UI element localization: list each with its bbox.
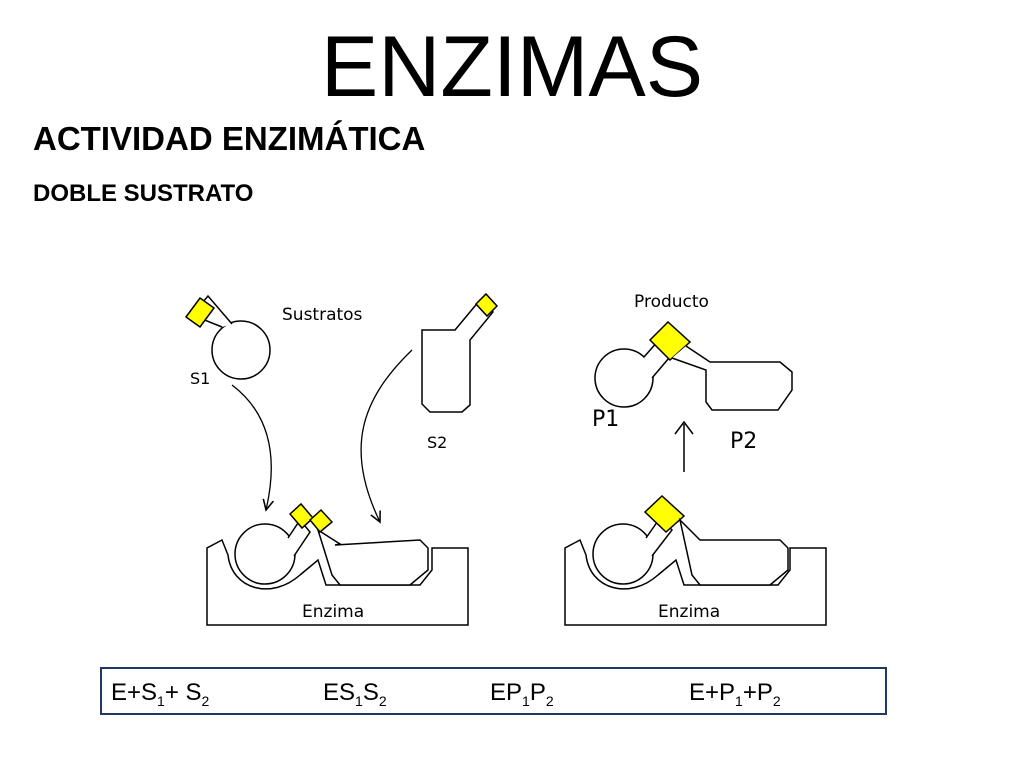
- eq-term-3: EP1P2: [490, 679, 554, 709]
- eq-term-1: E+S1+ S2: [111, 679, 210, 709]
- arrow-release-product: [674, 420, 694, 472]
- arrow-s1-to-enzyme: [231, 384, 271, 510]
- slide-subtitle: ACTIVIDAD ENZIMÁTICA: [33, 120, 426, 157]
- product-shape: [594, 320, 793, 411]
- eq-term-4: E+P1+P2: [689, 679, 781, 709]
- s2-label: S2: [427, 433, 447, 452]
- substrate-s2-shape: [421, 292, 499, 413]
- producto-label: Producto: [634, 292, 709, 312]
- enzyme-right: [564, 494, 827, 626]
- slide-title: ENZIMAS: [320, 19, 704, 115]
- p2-label: P2: [730, 429, 757, 454]
- eq-term-2: ES1S2: [323, 679, 387, 709]
- enzima-label-left: Enzima: [302, 602, 364, 622]
- enzyme-left: [206, 502, 469, 626]
- equation-box: [100, 667, 887, 715]
- arrow-s2-to-enzyme: [360, 349, 413, 522]
- p1-label: P1: [592, 407, 619, 432]
- enzima-label-right: Enzima: [658, 602, 720, 622]
- section-heading: DOBLE SUSTRATO: [33, 180, 254, 207]
- substrate-s1-shape: [184, 294, 271, 380]
- s1-label: S1: [190, 369, 210, 388]
- sustratos-label: Sustratos: [282, 305, 363, 325]
